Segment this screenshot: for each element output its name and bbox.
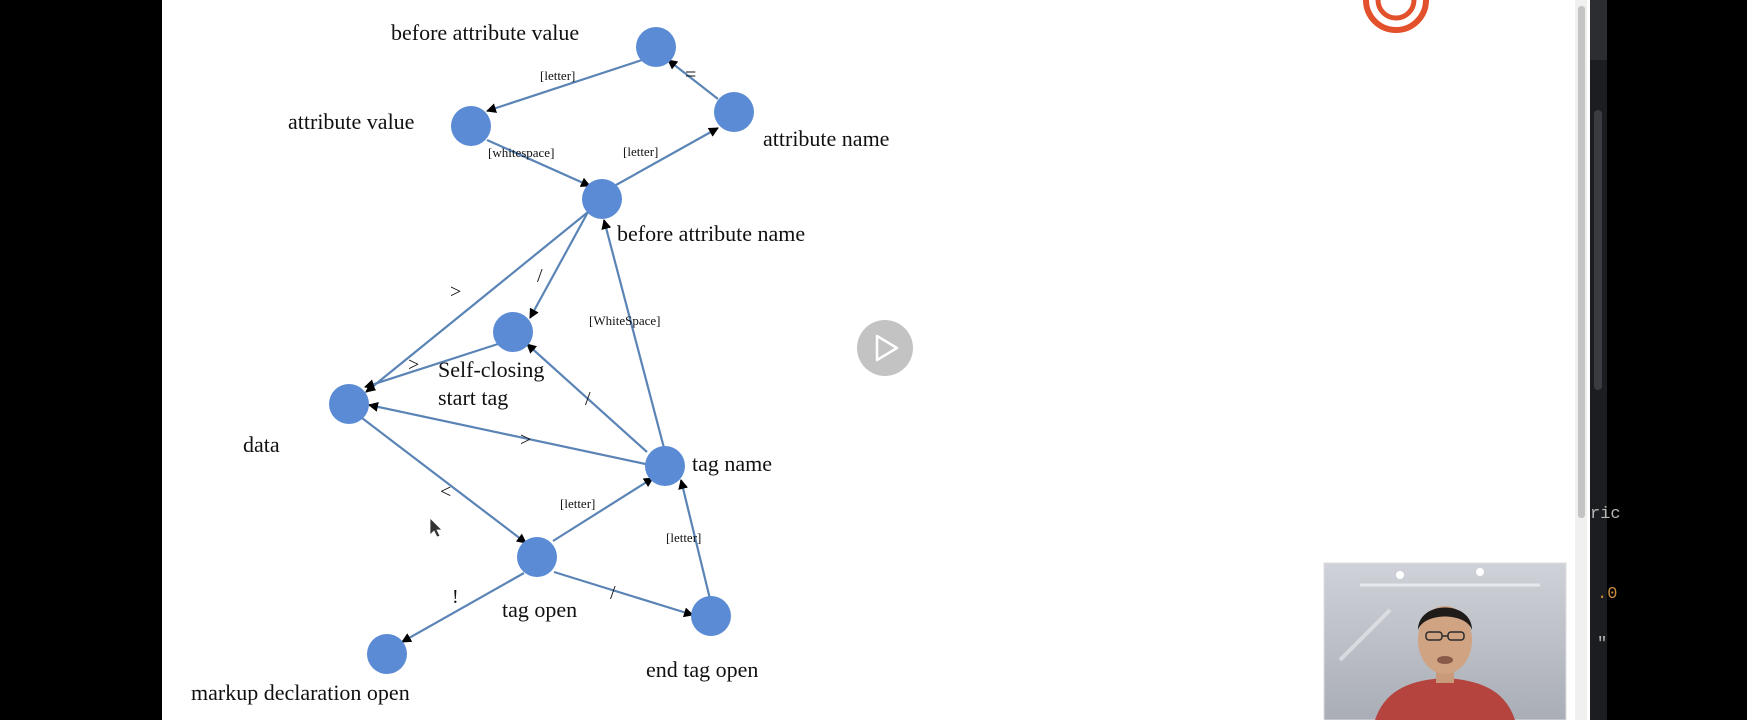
label-attribute-name: attribute name [763, 126, 889, 151]
presenter-webcam [1323, 562, 1567, 720]
edge-av-to-ban [486, 138, 591, 188]
edgelabel-ban-to-an: [letter] [623, 144, 658, 159]
left-frame [0, 0, 162, 720]
mouse-cursor-icon [429, 517, 443, 538]
node-attribute-value [451, 106, 491, 146]
nodes [329, 27, 754, 674]
edge-selfclosing-to-data [364, 342, 499, 389]
label-tag-open: tag open [502, 597, 577, 622]
editor-fragment-1: ric [1590, 505, 1621, 524]
node-tag-name [645, 446, 685, 486]
edgelabel-av-to-ban: [whitespace] [488, 145, 554, 160]
edgelabel-tagopen-to-tagname: [letter] [560, 496, 595, 511]
edgelabel-tagopen-to-endtagopen: / [610, 582, 616, 604]
edgelabel-data-to-tagopen: < [440, 481, 451, 503]
edge-tagname-to-ban [601, 219, 666, 449]
editor-scroll-thumb[interactable] [1594, 110, 1602, 390]
node-labels: before attribute value attribute value a… [191, 20, 889, 705]
edge-tagopen-to-endtagopen [553, 570, 694, 618]
play-icon[interactable] [875, 334, 899, 362]
label-before-attribute-value: before attribute value [391, 20, 579, 45]
edge-tagopen-to-markup [401, 572, 525, 643]
edge-tagname-to-data [368, 401, 651, 467]
edge-tagname-to-selfclosing [526, 343, 648, 453]
edgelabel-tagname-to-selfclosing: / [585, 388, 591, 410]
app-logo-icon [1363, 0, 1429, 33]
play-button-bg[interactable] [857, 320, 913, 376]
label-data: data [243, 432, 280, 457]
edgelabel-bav-to-av: [letter] [540, 68, 575, 83]
edges [361, 58, 719, 643]
scrollbar-thumb[interactable] [1578, 6, 1585, 518]
edgelabel-ban-to-data: > [450, 281, 461, 303]
play-button[interactable] [857, 320, 913, 376]
edgelabel-tagopen-to-markup: ! [452, 586, 459, 608]
editor-fragment-2: .0 [1597, 585, 1617, 604]
label-before-attribute-name: before attribute name [617, 221, 805, 246]
node-data [329, 384, 369, 424]
editor-fragment-3: " [1597, 635, 1607, 654]
node-before-attribute-name [582, 179, 622, 219]
edgelabel-selfclosing-to-data: > [408, 354, 419, 376]
edge-an-to-bav [667, 59, 719, 100]
right-frame [1607, 0, 1747, 720]
edge-ban-to-data [365, 211, 589, 393]
edgelabel-tagname-to-data: > [520, 429, 531, 451]
node-markup-declaration-open [367, 634, 407, 674]
label-self-closing-line1: Self-closing [438, 357, 544, 382]
edge-ban-to-an [615, 127, 719, 186]
node-attribute-name [714, 92, 754, 132]
edgelabel-endtagopen-to-tagname: [letter] [666, 530, 701, 545]
edge-ban-to-selfclosing [529, 211, 589, 319]
edge-data-to-tagopen [361, 417, 527, 544]
edgelabel-tagname-to-ban: [WhiteSpace] [589, 313, 660, 328]
label-markup-declaration-open: markup declaration open [191, 680, 410, 705]
edge-endtagopen-to-tagname [678, 479, 712, 600]
node-before-attribute-value [636, 27, 676, 67]
presenter-shirt [1375, 678, 1515, 720]
node-tag-open [517, 537, 557, 577]
edge-tagopen-to-tagname [552, 477, 654, 542]
node-end-tag-open [691, 596, 731, 636]
edge-labels: [letter] = [whitespace] [letter] > / > [… [408, 64, 701, 608]
editor-tab-strip [1590, 0, 1607, 60]
label-tag-name: tag name [692, 451, 772, 476]
label-end-tag-open: end tag open [646, 657, 758, 682]
label-attribute-value: attribute value [288, 109, 414, 134]
presenter-face [1418, 606, 1472, 674]
edgelabel-an-to-bav: = [685, 64, 696, 86]
edgelabel-ban-to-selfclosing: / [537, 265, 543, 287]
edge-bav-to-av [486, 58, 643, 113]
label-self-closing-line2: start tag [438, 385, 508, 410]
node-self-closing-start-tag [493, 312, 533, 352]
